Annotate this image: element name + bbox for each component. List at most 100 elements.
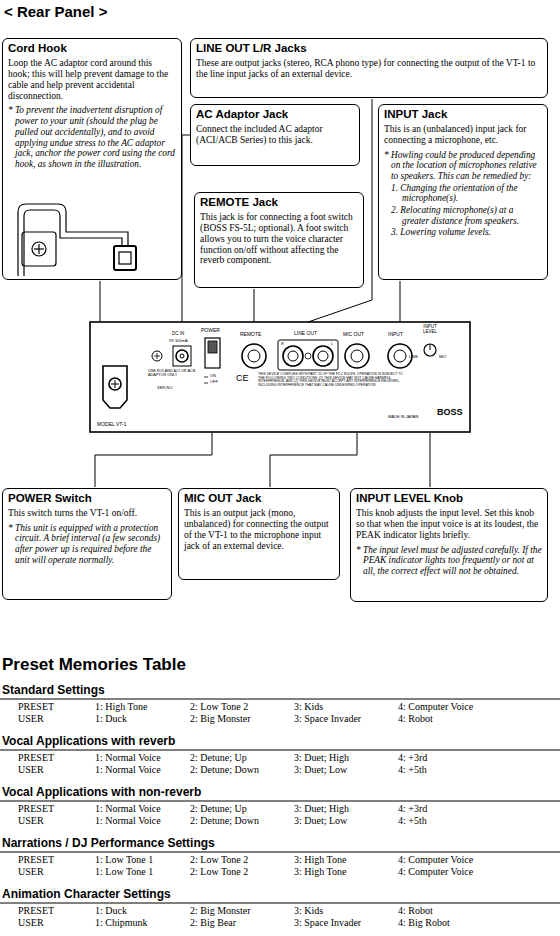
callout-heading: INPUT LEVEL Knob	[356, 492, 542, 506]
callout-body: Loop the AC adaptor cord around this hoo…	[8, 58, 176, 102]
table-cell: 1: Normal Voice	[95, 752, 161, 763]
callout-heading: AC Adaptor Jack	[196, 108, 354, 122]
callout-note: * The input level must be adjusted caref…	[356, 545, 542, 577]
panel-label: L	[331, 342, 333, 346]
callout-heading: POWER Switch	[8, 492, 166, 506]
callout-body: This knob adjusts the input level. Set t…	[356, 508, 542, 541]
section-heading: Animation Character Settings	[2, 888, 171, 901]
callout-heading: REMOTE Jack	[200, 196, 358, 210]
callout-body: These are output jacks (stereo, RCA phon…	[196, 58, 542, 80]
table-cell: 1: Low Tone 1	[95, 854, 153, 865]
row-label: PRESET	[18, 752, 54, 763]
table-cell: 4: +3rd	[398, 752, 427, 763]
panel-label: OFF	[210, 380, 218, 384]
table-cell: 1: Duck	[95, 713, 127, 724]
table-cell: 2: Detune; Up	[190, 752, 247, 763]
row-label: USER	[18, 713, 44, 724]
row-label: USER	[18, 815, 44, 826]
callout-box: POWER SwitchThis switch turns the VT-1 o…	[2, 488, 172, 600]
section-heading: Vocal Applications with reverb	[2, 735, 175, 748]
panel-label: INPUT	[388, 332, 403, 338]
callout-box: MIC OUT JackThis is an output jack (mono…	[178, 488, 340, 580]
table-cell: 1: Duck	[95, 905, 127, 916]
table-cell: 1: Low Tone 1	[95, 866, 153, 877]
table-cell: 1: Chipmunk	[95, 917, 148, 928]
callout-box: AC Adaptor JackConnect the included AC a…	[190, 104, 360, 166]
callout-box: INPUT LEVEL KnobThis knob adjusts the in…	[350, 488, 548, 602]
panel-label: INPUT LEVEL	[417, 325, 443, 335]
panel-label: BOSS	[437, 408, 463, 418]
table-cell: 2: Detune; Up	[190, 803, 247, 814]
table-title: Preset Memories Table	[2, 656, 186, 675]
row-label: USER	[18, 764, 44, 775]
list-item: 1. Changing the orientation of the micro…	[384, 183, 542, 204]
table-cell: 4: Big Robot	[398, 917, 450, 928]
table-cell: 4: Computer Voice	[398, 854, 473, 865]
row-label: PRESET	[18, 701, 54, 712]
panel-label: R	[281, 342, 284, 346]
table-cell: 1: Normal Voice	[95, 803, 161, 814]
panel-label: POWER	[201, 328, 220, 334]
section-heading: Narrations / DJ Performance Settings	[2, 837, 215, 850]
table-cell: 4: Robot	[398, 713, 433, 724]
list-item: 3. Lowering volume levels.	[384, 227, 542, 238]
panel-label: DC IN	[172, 332, 184, 337]
table-cell: 3: High Tone	[294, 854, 346, 865]
table-cell: 4: +5th	[398, 815, 427, 826]
row-label: PRESET	[18, 803, 54, 814]
callout-note: * Howling could be produced depending on…	[384, 150, 542, 182]
panel-label: LINE	[409, 355, 418, 359]
panel-label: MODEL VT-1	[97, 422, 127, 428]
table-cell: 4: Computer Voice	[398, 866, 473, 877]
table-cell: 3: Duet; High	[294, 752, 349, 763]
table-cell: 2: Low Tone 2	[190, 866, 248, 877]
callout-box: REMOTE JackThis jack is for connecting a…	[194, 192, 364, 288]
panel-label: MADE IN JAPAN	[388, 415, 418, 419]
callout-body: This jack is for connecting a foot switc…	[200, 212, 358, 267]
row-label: PRESET	[18, 854, 54, 865]
row-label: USER	[18, 917, 44, 928]
callout-heading: Cord Hook	[8, 42, 176, 56]
panel-label: USE ROLAND ACI OR ACB ADAPTOR ONLY	[148, 369, 198, 377]
callout-box: INPUT JackThis is an (unbalanced) input …	[378, 104, 548, 280]
callout-box: Cord HookLoop the AC adaptor cord around…	[2, 38, 182, 280]
callout-body: This switch turns the VT-1 on/off.	[8, 508, 166, 519]
list-item: 2. Relocating microphone(s) at a greater…	[384, 205, 542, 226]
table-cell: 4: Computer Voice	[398, 701, 473, 712]
table-cell: 2: Low Tone 2	[190, 854, 248, 865]
table-cell: 3: Space Invader	[294, 917, 361, 928]
table-cell: 2: Big Monster	[190, 905, 251, 916]
table-cell: 4: Robot	[398, 905, 433, 916]
panel-label: REMOTE	[240, 332, 261, 338]
panel-label: THIS DEVICE COMPLIES WITH PART 15 OF THE…	[258, 373, 403, 388]
callout-body: This is an (unbalanced) input jack for c…	[384, 124, 542, 146]
page-title: < Rear Panel >	[4, 3, 107, 20]
callout-heading: INPUT Jack	[384, 108, 542, 122]
callout-note: * To prevent the inadvertent disruption …	[8, 105, 176, 169]
table-cell: 1: High Tone	[95, 701, 147, 712]
panel-label: CE	[236, 374, 249, 384]
table-cell: 4: +5th	[398, 764, 427, 775]
panel-label: SER.NO.	[157, 386, 173, 390]
table-cell: 4: +3rd	[398, 803, 427, 814]
row-label: PRESET	[18, 905, 54, 916]
table-cell: 3: Space Invader	[294, 713, 361, 724]
panel-label: MIC OUT	[343, 332, 364, 338]
table-cell: 3: Kids	[294, 905, 323, 916]
callout-body: This is an output jack (mono, unbalanced…	[184, 508, 334, 552]
callout-body: Connect the included AC adaptor (ACI/ACB…	[196, 124, 354, 146]
panel-label: ON	[210, 374, 216, 378]
table-cell: 2: Big Bear	[190, 917, 236, 928]
table-cell: 2: Detune; Down	[190, 815, 259, 826]
callout-heading: LINE OUT L/R Jacks	[196, 42, 542, 56]
table-cell: 3: Kids	[294, 701, 323, 712]
table-cell: 2: Low Tone 2	[190, 701, 248, 712]
panel-label: 9V 300mA	[169, 339, 188, 343]
table-cell: 3: High Tone	[294, 866, 346, 877]
table-cell: 1: Normal Voice	[95, 815, 161, 826]
section-heading: Standard Settings	[2, 684, 105, 697]
table-cell: 2: Detune; Down	[190, 764, 259, 775]
table-cell: 1: Normal Voice	[95, 764, 161, 775]
callout-note: * This unit is equipped with a protectio…	[8, 523, 166, 566]
callout-heading: MIC OUT Jack	[184, 492, 334, 506]
